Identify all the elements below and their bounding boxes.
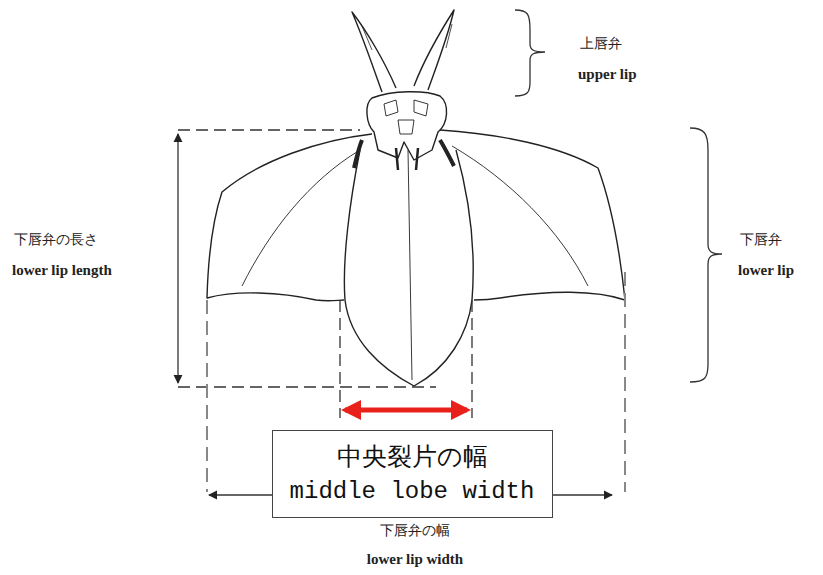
middle-lobe-arrow: [345, 408, 467, 413]
box-title: 中央裂片の幅: [287, 439, 538, 475]
label-box: 中央裂片の幅middle lobe width: [272, 430, 553, 518]
japanese-label: 下唇弁の幅: [377, 523, 453, 539]
english-label: upper lip: [578, 66, 637, 82]
measure-lines: [178, 10, 722, 495]
box-subtitle: middle lobe width: [287, 475, 538, 509]
english-label: lower lip: [738, 262, 794, 278]
japanese-label: 上唇弁: [580, 36, 622, 52]
japanese-label: 下唇弁の長さ: [14, 232, 98, 248]
japanese-label: 下唇弁: [740, 232, 782, 248]
orchid-flower: [207, 10, 625, 386]
english-label: lower lip width: [364, 551, 466, 567]
english-label: lower lip length: [12, 262, 112, 278]
